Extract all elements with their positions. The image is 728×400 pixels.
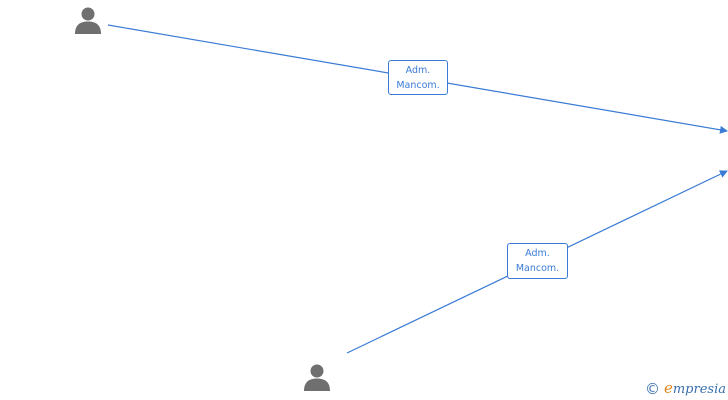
- brand-logo: empresia: [663, 379, 726, 398]
- edge-label-1-line2: Mancom.: [396, 80, 440, 91]
- brand-first-letter: e: [663, 379, 673, 397]
- brand-rest: mpresia: [672, 382, 726, 397]
- person-icon: [304, 364, 330, 391]
- edge-label-1: Adm. Mancom.: [388, 60, 448, 95]
- person-node-1[interactable]: [73, 5, 103, 35]
- edge-label-2-line1: Adm.: [525, 248, 550, 259]
- person-node-2[interactable]: [302, 362, 332, 392]
- person-icon: [75, 7, 101, 34]
- edge-label-1-line1: Adm.: [405, 65, 431, 76]
- watermark: © empresia: [644, 379, 726, 398]
- copyright-symbol: ©: [644, 379, 660, 398]
- edge-label-2-line2: Mancom.: [515, 263, 560, 274]
- edge-label-2: Adm. Mancom.: [507, 243, 568, 279]
